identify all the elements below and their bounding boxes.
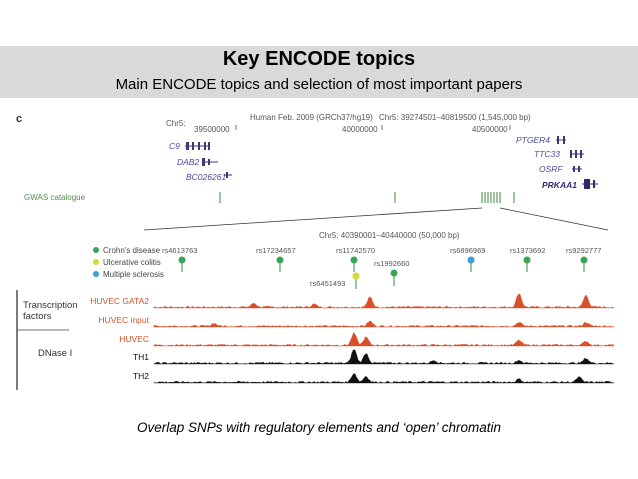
panel-letter: c <box>16 113 22 125</box>
figure-svg: c Chr5: Human Feb. 2009 (GRCh37/hg19) Ch… <box>16 113 615 390</box>
gene-label: PRKAA1 <box>542 180 577 190</box>
gene-model <box>572 166 582 172</box>
signal-tracks <box>153 293 615 384</box>
zoom-region-label: Chr5: 40390001–40440000 (50,000 bp) <box>319 231 460 240</box>
track-label: TH1 <box>133 352 149 362</box>
assembly-label: Human Feb. 2009 (GRCh37/hg19) <box>250 113 373 122</box>
coord-label: 39500000 <box>194 125 230 134</box>
region-label: Chr5: 39274501–40819500 (1,545,000 bp) <box>379 113 531 122</box>
snp-marker: rs1373692 <box>510 246 545 272</box>
snp-marker: rs17234657 <box>256 246 296 272</box>
gene-label: DAB2 <box>177 157 199 167</box>
chr-label: Chr5: <box>166 119 186 128</box>
snp-marker: rs4613763 <box>162 246 197 272</box>
gene-label: OSRF <box>539 164 563 174</box>
slide-subtitle: Main ENCODE topics and selection of most… <box>115 76 523 93</box>
snp-label: rs17234657 <box>256 246 296 255</box>
track-label: HUVEC GATA2 <box>90 296 149 306</box>
gene-model <box>224 172 232 178</box>
gene-model <box>570 150 584 158</box>
coord-label: 40500000 <box>472 125 508 134</box>
legend-swatch <box>93 247 99 253</box>
gene-label: C9 <box>169 141 180 151</box>
snp-label: rs6896969 <box>450 246 485 255</box>
gene-model <box>185 142 210 150</box>
legend-swatch <box>93 259 99 265</box>
gwas-label: GWAS catalogue <box>24 193 86 202</box>
zoom-guide-right <box>499 207 609 231</box>
snp-label: rs11742570 <box>336 246 375 255</box>
slide-title: Key ENCODE topics <box>222 48 416 70</box>
gwas-hits <box>219 192 515 203</box>
signal-track <box>153 293 615 309</box>
gene-label: PTGER4 <box>516 135 550 145</box>
snp-label: rs1373692 <box>510 246 545 255</box>
slide-header: Key ENCODE topics Main ENCODE topics and… <box>0 46 638 98</box>
genome-browser-figure: c Chr5: Human Feb. 2009 (GRCh37/hg19) Ch… <box>14 108 624 393</box>
slide-caption: Overlap SNPs with regulatory elements an… <box>137 420 501 435</box>
signal-track <box>153 373 615 384</box>
gene-label: TTC33 <box>534 149 560 159</box>
gene-model <box>202 158 218 166</box>
signal-track <box>153 320 615 328</box>
snp-label: rs6451493 <box>310 279 345 288</box>
legend-swatch <box>93 271 99 277</box>
track-label: HUVEC input <box>98 315 149 325</box>
side-bracket <box>16 290 69 390</box>
gene-model <box>582 179 598 189</box>
snp-label: rs4613763 <box>162 246 197 255</box>
snp-label: rs1992660 <box>374 259 409 268</box>
gene-model <box>556 136 566 144</box>
legend-label: Ulcerative colitis <box>103 258 161 267</box>
legend: Crohn's disease Ulcerative colitis Multi… <box>93 246 164 279</box>
snp-marker: rs11742570 <box>336 246 375 272</box>
snp-marker: rs6451493 <box>310 272 360 289</box>
track-label: HUVEC <box>119 334 149 344</box>
snp-marker: rs9292777 <box>566 246 601 272</box>
snp-label: rs9292777 <box>566 246 601 255</box>
side-label: factors <box>23 311 52 322</box>
legend-label: Crohn's disease <box>103 246 161 255</box>
coord-label: 40000000 <box>342 125 378 134</box>
legend-label: Multiple sclerosis <box>103 270 164 279</box>
gene-label: BC026261 <box>186 172 226 182</box>
signal-track <box>153 349 615 365</box>
side-label: DNase I <box>38 348 72 359</box>
snp-marker: rs1992660 <box>374 259 409 286</box>
side-label: Transcription <box>23 300 78 311</box>
signal-track <box>153 332 615 347</box>
track-label: TH2 <box>133 371 149 381</box>
zoom-guide-left <box>143 207 483 231</box>
snp-marker: rs6896969 <box>450 246 485 272</box>
